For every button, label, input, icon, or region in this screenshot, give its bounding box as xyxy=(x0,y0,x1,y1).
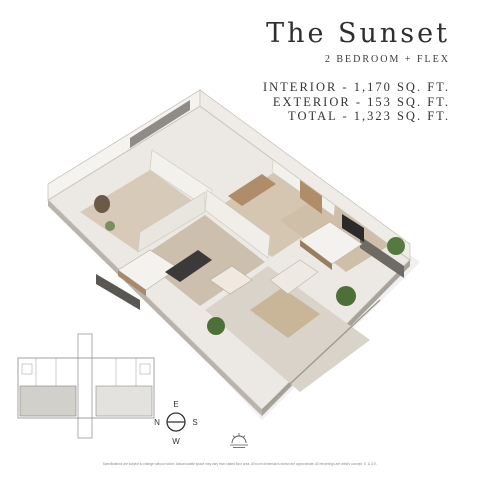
area-list: INTERIOR - 1,170 SQ. FT. EXTERIOR - 153 … xyxy=(263,80,450,124)
keyplan-highlight-unit xyxy=(19,385,77,417)
compass-e: E xyxy=(173,400,178,409)
plan-subtitle: 2 BEDROOM + FLEX xyxy=(324,54,450,65)
bed-left-frame xyxy=(118,270,146,296)
area-interior: INTERIOR - 1,170 SQ. FT. xyxy=(262,80,450,94)
plant-3 xyxy=(387,237,405,255)
sofa xyxy=(269,259,319,295)
window-strip-top xyxy=(130,100,190,148)
compass-n: N xyxy=(154,418,160,427)
disclaimer-text: Specifications are subject to change wit… xyxy=(102,462,378,466)
keyplan-room-2 xyxy=(139,363,151,375)
compass-s: S xyxy=(192,418,197,427)
key-plan xyxy=(17,333,155,439)
kitchen-island xyxy=(165,250,212,282)
plan-title: The Sunset xyxy=(266,18,450,49)
window-strip-right xyxy=(360,236,404,278)
plant-1 xyxy=(207,317,225,335)
area-exterior: EXTERIOR - 153 SQ. FT. xyxy=(272,94,450,109)
wall-partition-4 xyxy=(137,191,206,253)
dining-table xyxy=(209,265,253,295)
slab-edge-left xyxy=(48,200,262,416)
wall-partition-2 xyxy=(204,189,271,259)
compass-w: W xyxy=(172,437,180,446)
kitchen-cabinets xyxy=(228,174,276,206)
area-total: TOTAL - 1,323 SQ. FT. xyxy=(288,109,450,123)
wall-back-right xyxy=(199,89,411,261)
floor-bedroom-left xyxy=(80,170,205,252)
keyplan-unit-right xyxy=(95,385,153,417)
window-strip-left xyxy=(96,274,140,310)
keyplan-core xyxy=(77,333,93,439)
wardrobe xyxy=(300,180,322,214)
bed-right-frame xyxy=(300,240,332,270)
sun-logo-icon xyxy=(230,433,248,448)
tv xyxy=(342,214,364,242)
bed-right xyxy=(299,221,363,265)
wall-partition-1 xyxy=(149,149,213,211)
balcony-railing xyxy=(261,299,381,411)
living-rug xyxy=(250,288,320,338)
keyplan-room-1 xyxy=(21,363,33,375)
plant-2 xyxy=(336,286,356,306)
plant-4 xyxy=(105,221,115,231)
compass-icon: E N S W xyxy=(154,400,198,446)
round-mirror xyxy=(94,195,110,213)
keyplan-outline xyxy=(17,357,155,419)
